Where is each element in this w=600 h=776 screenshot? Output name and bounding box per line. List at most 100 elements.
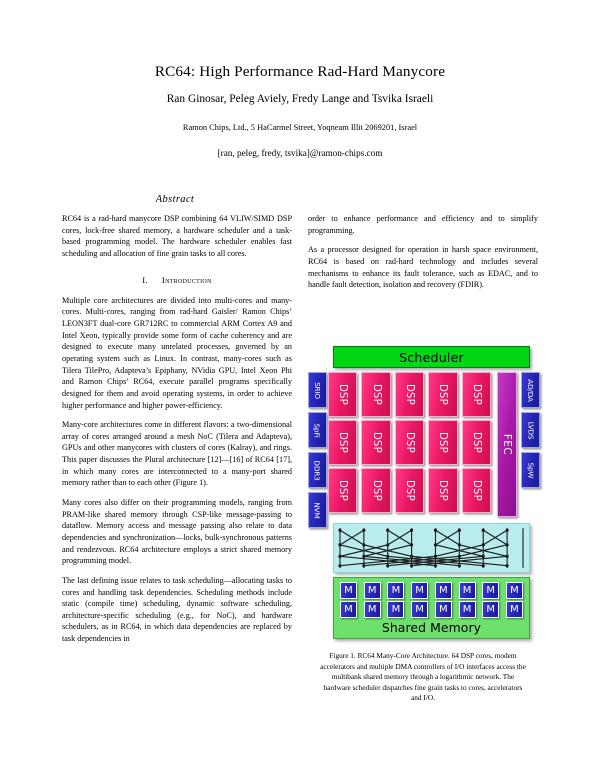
- dsp-core-block: DSP: [361, 372, 391, 417]
- dsp-core-label: DSP: [370, 479, 382, 502]
- dsp-core-block: DSP: [361, 468, 391, 513]
- io-interface-label: SpFi: [312, 422, 322, 438]
- io-interface-label: DDR3: [313, 459, 322, 481]
- dsp-core-block: DSP: [394, 372, 425, 417]
- dsp-core-label: DSP: [403, 383, 415, 406]
- io-interface-label: SRIO: [313, 381, 322, 399]
- memory-bank-block: M: [482, 601, 500, 618]
- io-interface-block: SpW: [521, 452, 540, 488]
- dsp-core-label: DSP: [437, 383, 449, 406]
- dsp-core-block: DSP: [461, 420, 491, 465]
- io-interface-block: AD/DA: [521, 372, 540, 408]
- memory-bank-block: M: [363, 601, 381, 618]
- dsp-core-label: DSP: [337, 383, 349, 406]
- memory-bank-block: M: [505, 582, 523, 599]
- memory-bank-label: M: [367, 584, 377, 596]
- io-interface-block: SRIO: [308, 372, 327, 408]
- abstract-heading: Abstract: [155, 194, 195, 205]
- scheduler-label: Scheduler: [399, 349, 464, 365]
- author-list: Ran Ginosar, Peleg Aviely, Fredy Lange a…: [166, 93, 434, 105]
- dsp-core-label: DSP: [403, 431, 415, 454]
- memory-bank-label: M: [462, 584, 472, 596]
- dsp-core-block: DSP: [428, 420, 458, 465]
- section-heading-introduction: I.Introduction: [62, 274, 292, 286]
- dsp-core-block: DSP: [461, 372, 491, 417]
- io-interface-block: DDR3: [308, 452, 327, 488]
- memory-bank-label: M: [391, 603, 401, 615]
- memory-bank-block: M: [458, 601, 476, 618]
- io-interface-block: NVM: [308, 492, 327, 528]
- dsp-core-label: DSP: [337, 431, 349, 454]
- dsp-core-label: DSP: [370, 383, 382, 406]
- body-paragraph: order to enhance performance and efficie…: [308, 214, 538, 235]
- logarithmic-network-block: [333, 523, 530, 573]
- memory-bank-block: M: [505, 601, 523, 618]
- paper-headmatter: RC64: High Performance Rad-Hard Manycore…: [60, 62, 540, 160]
- memory-bank-label: M: [462, 603, 472, 615]
- contact-emails: [ran, peleg, fredy, tsvika]@ramon-chips.…: [217, 147, 383, 158]
- shared-memory-label: Shared Memory: [381, 620, 482, 635]
- dsp-core-block: DSP: [394, 420, 425, 465]
- memory-bank-label: M: [486, 584, 496, 596]
- dsp-core-block: DSP: [328, 468, 358, 513]
- memory-bank-block: M: [340, 582, 357, 599]
- body-paragraph: Multiple core architectures are divided …: [62, 295, 292, 410]
- body-paragraph: Many-core architectures come in differen…: [62, 420, 292, 488]
- memory-bank-block: M: [411, 601, 429, 618]
- memory-bank-block: M: [411, 582, 429, 599]
- io-interface-block: LVDS: [521, 412, 540, 448]
- figure-caption: Figure 1. RC64 Many-Core Architecture. 6…: [320, 651, 526, 703]
- scheduler-block: Scheduler: [333, 346, 530, 368]
- dsp-core-block: DSP: [428, 468, 458, 513]
- dsp-core-label: DSP: [470, 479, 482, 502]
- io-interface-label: NVM: [313, 501, 322, 519]
- io-interface-label: AD/DA: [526, 378, 535, 402]
- dsp-core-block: DSP: [394, 468, 425, 513]
- memory-bank-block: M: [387, 601, 405, 618]
- memory-bank-label: M: [438, 584, 448, 596]
- body-paragraph: Many cores also differ on their programm…: [62, 498, 292, 566]
- memory-bank-block: M: [340, 601, 357, 618]
- dsp-core-block: DSP: [328, 420, 358, 465]
- fec-accelerator-block: FEC: [497, 372, 517, 517]
- memory-bank-label: M: [510, 584, 519, 596]
- memory-bank-label: M: [510, 603, 519, 615]
- fec-label: FEC: [501, 433, 513, 456]
- memory-bank-block: M: [434, 601, 452, 618]
- left-column: RC64 is a rad-hard manycore DSP combinin…: [62, 213, 292, 645]
- memory-bank-label: M: [367, 603, 377, 615]
- abstract-body: RC64 is a rad-hard manycore DSP combinin…: [62, 214, 292, 258]
- page-title: RC64: High Performance Rad-Hard Manycore: [154, 63, 446, 80]
- body-paragraph: As a processor designed for operation in…: [308, 245, 538, 290]
- dsp-core-label: DSP: [370, 431, 382, 454]
- body-paragraph: The last defining issue relates to task …: [62, 575, 292, 644]
- section-title: Introduction: [161, 274, 212, 285]
- dsp-core-label: DSP: [403, 479, 415, 502]
- dsp-core-block: DSP: [428, 372, 458, 417]
- dsp-core-block: DSP: [328, 372, 358, 417]
- right-column: order to enhance performance and efficie…: [308, 213, 538, 291]
- io-interface-label: SpW: [525, 462, 535, 478]
- dsp-core-label: DSP: [337, 479, 349, 502]
- io-column-right: AD/DA LVDS SpW: [521, 371, 540, 488]
- memory-bank-block: M: [482, 582, 500, 599]
- memory-bank-label: M: [344, 603, 353, 615]
- dsp-core-label: DSP: [470, 431, 482, 454]
- memory-bank-label: M: [415, 603, 424, 615]
- network-graph-icon: [338, 528, 524, 568]
- dsp-core-block: DSP: [461, 468, 491, 513]
- memory-bank-block: M: [458, 582, 476, 599]
- io-interface-label: LVDS: [526, 421, 535, 439]
- memory-bank-label: M: [438, 603, 448, 615]
- memory-bank-label: M: [486, 603, 496, 615]
